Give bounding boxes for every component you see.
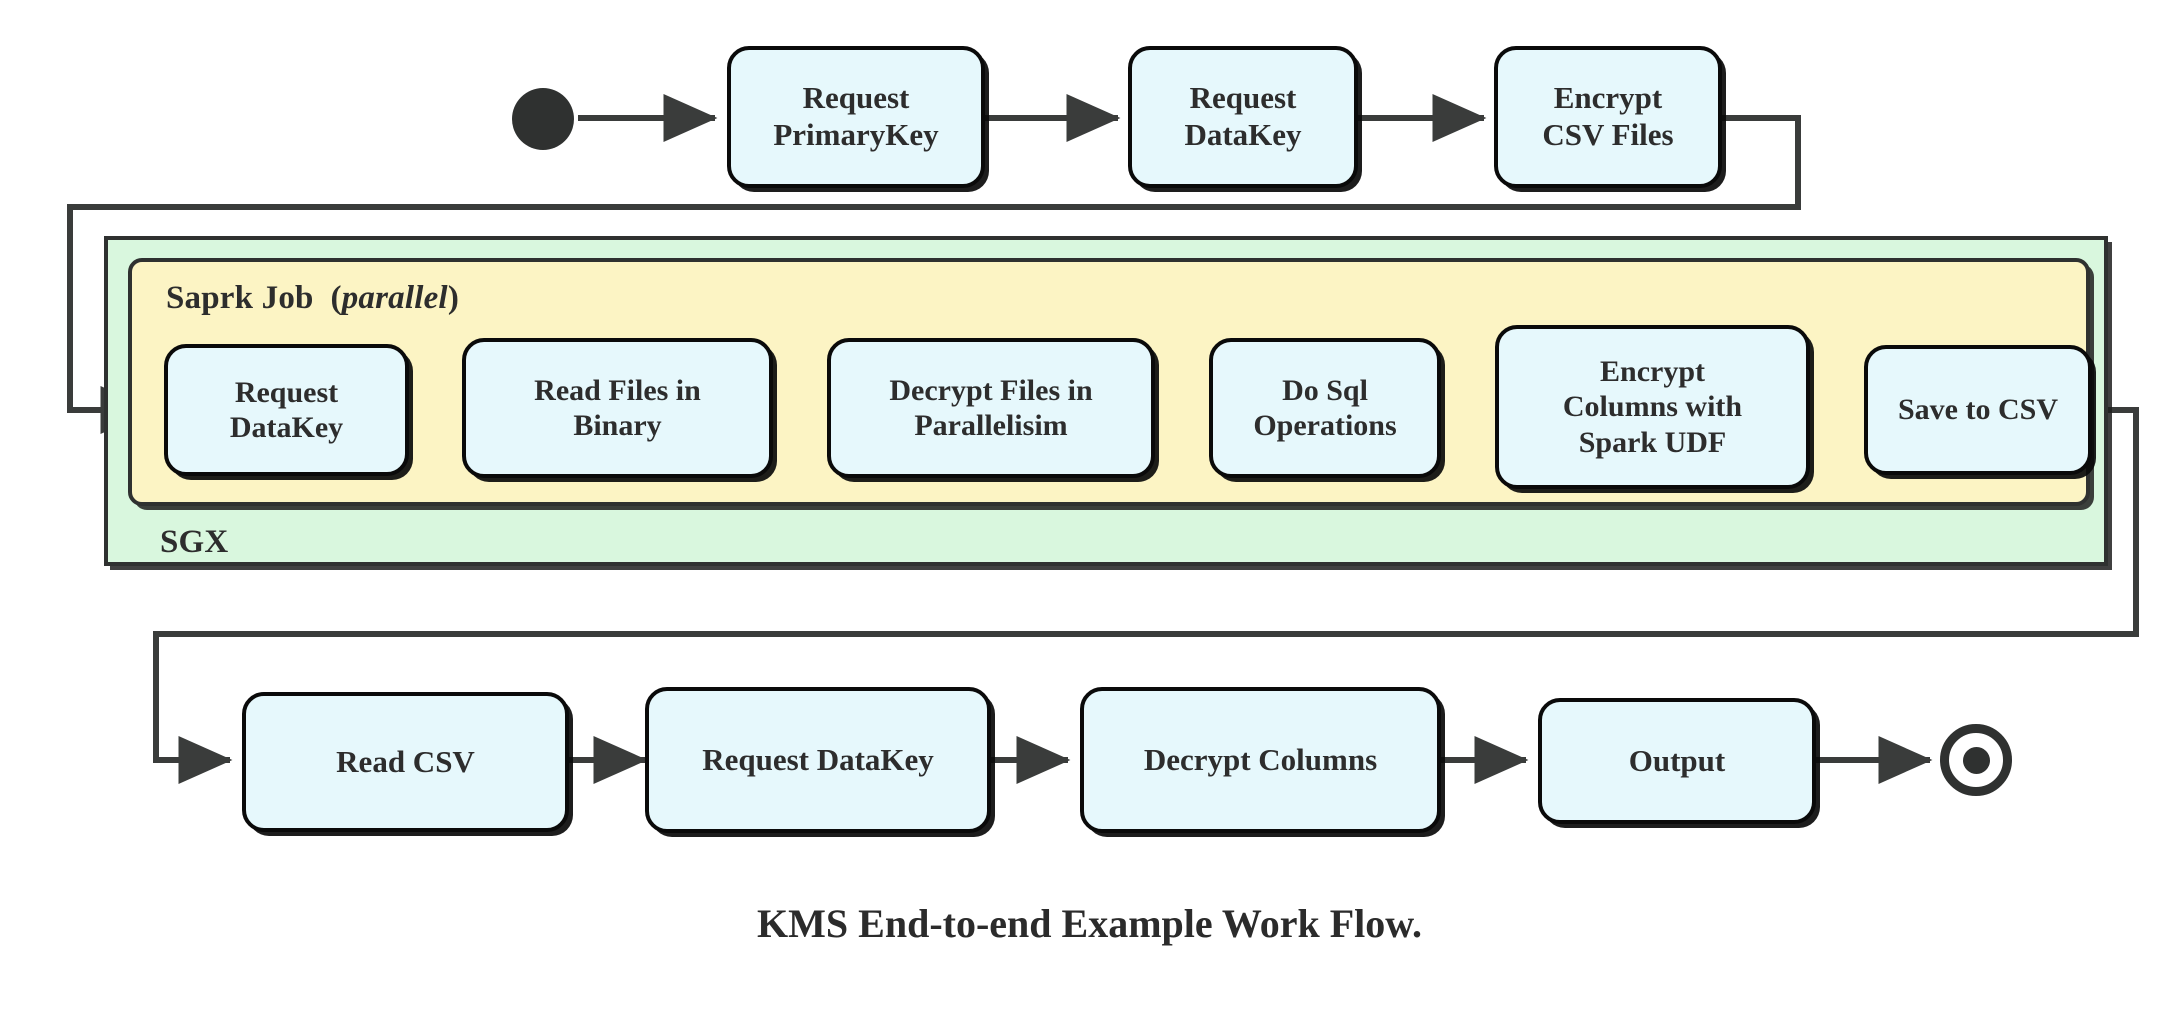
node-decrypt-files-in-parallelisim[interactable]: Decrypt Files in Parallelisim	[827, 338, 1155, 478]
end-node-inner-dot	[1962, 746, 1990, 774]
node-label: Read Files in Binary	[534, 373, 701, 442]
spark-job-parallel-text: parallel	[341, 280, 448, 316]
diagram-caption: KMS End-to-end Example Work Flow.	[757, 901, 1422, 946]
node-do-sql-operations[interactable]: Do Sql Operations	[1209, 338, 1441, 478]
container-label-sgx: SGX	[160, 524, 229, 560]
container-label-spark-job: Saprk Job (parallel)	[166, 280, 460, 316]
node-label: Save to CSV	[1897, 393, 2058, 427]
spark-job-title: Saprk Job	[166, 280, 314, 316]
node-read-csv[interactable]: Read CSV	[242, 692, 569, 832]
node-read-files-in-binary[interactable]: Read Files in Binary	[462, 338, 773, 478]
node-label: Do Sql Operations	[1253, 373, 1397, 442]
start-node	[512, 88, 574, 150]
node-decrypt-columns[interactable]: Decrypt Columns	[1080, 687, 1441, 833]
node-label: Decrypt Files in Parallelisim	[889, 373, 1093, 442]
node-label: Encrypt CSV Files	[1542, 80, 1674, 152]
node-label: Request DataKey	[1184, 80, 1302, 152]
node-request-datakey-spark[interactable]: Request DataKey	[164, 344, 409, 476]
end-node	[1940, 724, 2012, 796]
node-label: Encrypt Columns with Spark UDF	[1562, 354, 1743, 459]
node-label: Request DataKey	[702, 741, 934, 777]
node-label: Request DataKey	[229, 375, 344, 444]
node-encrypt-csv-files[interactable]: Encrypt CSV Files	[1494, 46, 1722, 188]
node-save-to-csv[interactable]: Save to CSV	[1864, 345, 2092, 475]
node-label: Request PrimaryKey	[773, 80, 939, 152]
node-label: Decrypt Columns	[1143, 741, 1378, 777]
node-request-datakey-top[interactable]: Request DataKey	[1128, 46, 1358, 188]
node-request-primarykey[interactable]: Request PrimaryKey	[727, 46, 985, 188]
node-label: Output	[1628, 742, 1726, 778]
node-encrypt-columns-with-spark-udf[interactable]: Encrypt Columns with Spark UDF	[1495, 325, 1810, 489]
node-label: Read CSV	[336, 743, 475, 779]
node-request-datakey-bottom[interactable]: Request DataKey	[645, 687, 991, 833]
node-output[interactable]: Output	[1538, 698, 1816, 824]
